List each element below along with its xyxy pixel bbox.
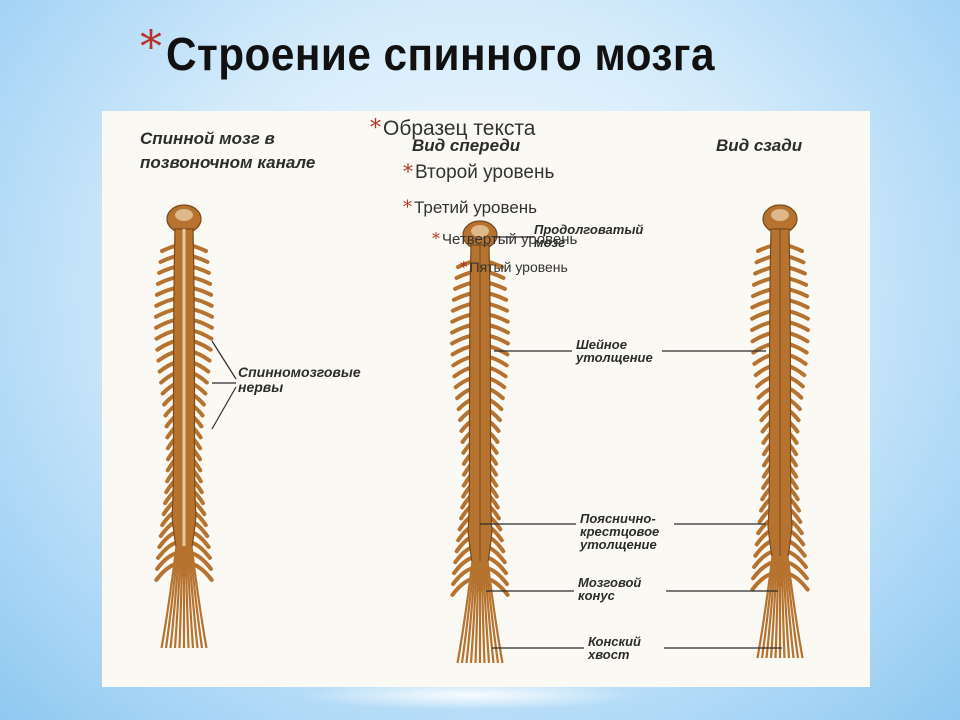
outline-bullet-icon: * bbox=[370, 116, 381, 141]
label-cervical-enlargement: Шейное утолщение bbox=[576, 337, 653, 365]
title-bullet-icon: * bbox=[140, 22, 162, 73]
outline-level-1-text: Образец текста bbox=[383, 117, 536, 140]
outline-level-1: * Образец текста bbox=[370, 116, 535, 141]
canal-view-cauda-fiber bbox=[173, 545, 183, 649]
canal-view-cauda-fiber bbox=[178, 545, 184, 649]
outline-level-4-text: Четвертый уровень bbox=[442, 231, 578, 248]
front-view-cauda-fiber bbox=[469, 560, 479, 664]
front-view-cauda-fiber bbox=[480, 560, 486, 664]
back-view-cauda-fiber bbox=[765, 555, 777, 659]
spinal-cord-figure: Спинной мозг в позвоночном канале Вид сп… bbox=[102, 111, 870, 687]
front-view-cauda-fiber bbox=[486, 560, 504, 664]
canal-view-cauda-fiber bbox=[184, 545, 190, 649]
outline-bullet-icon: * bbox=[460, 258, 468, 276]
outline-bullet-icon: * bbox=[403, 159, 413, 183]
back-view-brainstem-highlight bbox=[771, 209, 789, 221]
front-view-cauda-fiber bbox=[484, 560, 500, 664]
label-cauda-equina: Конский хвост bbox=[588, 634, 641, 662]
outline-level-3: * Третий уровень bbox=[403, 197, 537, 218]
label-conus-medullaris: Мозговой конус bbox=[578, 575, 642, 603]
canal-view-brainstem-highlight bbox=[175, 209, 193, 221]
slide-title-area: * Строение спинного мозга bbox=[140, 22, 763, 86]
pointer-spinal-nerves-3 bbox=[211, 386, 237, 430]
back-view-cauda-fiber bbox=[786, 555, 804, 659]
front-view-cauda-fiber bbox=[481, 560, 491, 664]
canal-view-cauda-fiber bbox=[164, 545, 180, 649]
canal-view-cauda-fiber bbox=[160, 545, 178, 649]
slide-title: Строение спинного мозга bbox=[166, 28, 715, 80]
outline-level-5-text: Пятый уровень bbox=[469, 259, 568, 275]
front-view-caption: Вид спереди bbox=[412, 136, 521, 155]
front-view-cauda-fiber bbox=[465, 560, 477, 664]
label-lumbosacral-enlargement: Пояснично- крестцовое утолщение bbox=[580, 511, 660, 552]
front-view-cauda-fiber bbox=[456, 560, 474, 664]
back-view-caption: Вид сзади bbox=[716, 136, 803, 155]
canal-view-cauda-fiber bbox=[190, 545, 208, 649]
back-view-cauda-fiber bbox=[769, 555, 779, 659]
outline-level-4: * Четвертый уровень bbox=[432, 229, 577, 248]
canal-view-cauda-fiber bbox=[185, 545, 195, 649]
back-view-cauda-fiber bbox=[784, 555, 800, 659]
pointer-spinal-nerves-1 bbox=[211, 340, 237, 380]
back-view-cauda-fiber bbox=[780, 555, 786, 659]
back-view-cauda-fiber bbox=[781, 555, 791, 659]
canal-view-cauda-fiber bbox=[188, 545, 204, 649]
outline-level-5: * Пятый уровень bbox=[460, 258, 568, 276]
back-view-cauda-fiber bbox=[756, 555, 774, 659]
outline-bullet-icon: * bbox=[403, 197, 412, 218]
canal-view-cauda-fiber bbox=[187, 545, 199, 649]
outline-bullet-icon: * bbox=[432, 229, 440, 248]
canal-view-cauda-fiber bbox=[169, 545, 181, 649]
outline-level-3-text: Третий уровень bbox=[414, 198, 538, 217]
front-view-cauda-fiber bbox=[483, 560, 495, 664]
label-medulla: Продолговатый мозг bbox=[534, 222, 644, 250]
back-view-cauda-fiber bbox=[760, 555, 776, 659]
outline-level-2: * Второй уровень bbox=[403, 159, 554, 184]
front-view-cauda-fiber bbox=[460, 560, 476, 664]
front-view-cauda-fiber bbox=[474, 560, 480, 664]
left-view-caption: Спинной мозг в позвоночном канале bbox=[140, 129, 316, 172]
outline-level-2-text: Второй уровень bbox=[415, 162, 555, 183]
front-view-brainstem-highlight bbox=[471, 225, 489, 237]
spinal-cord-illustration bbox=[154, 204, 810, 664]
label-spinal-nerves: Спинномозговые нервы bbox=[238, 364, 361, 395]
back-view-cauda-fiber bbox=[783, 555, 795, 659]
back-view-cauda-fiber bbox=[774, 555, 780, 659]
